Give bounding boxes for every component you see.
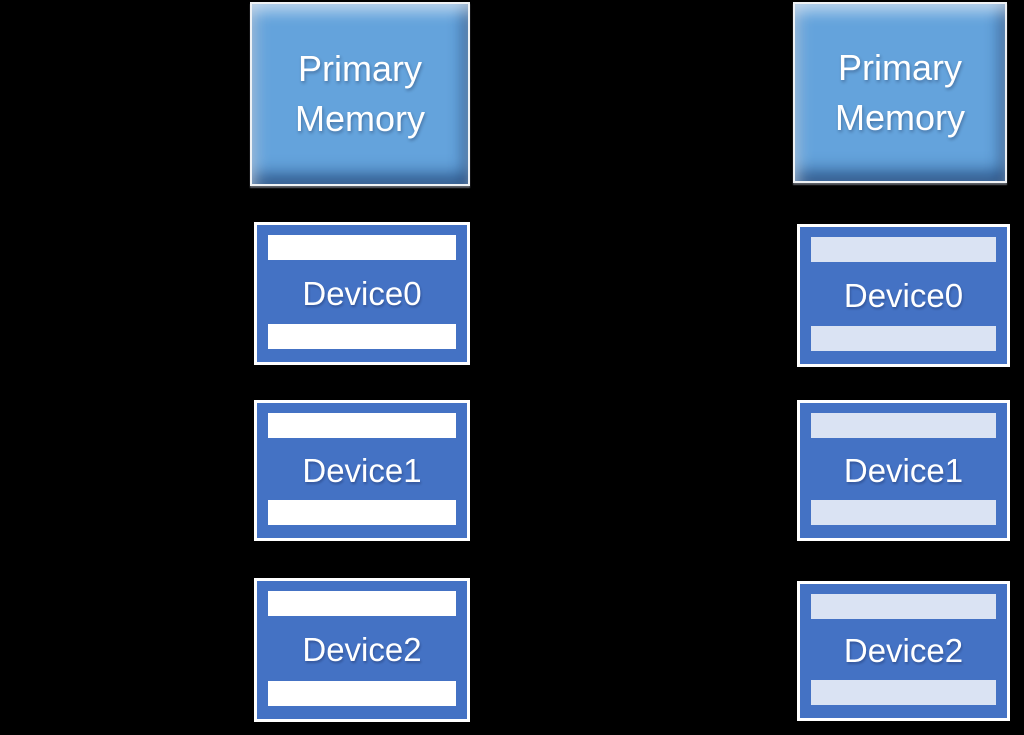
device1-label: Device1	[843, 451, 964, 489]
device1-right-bottom-buffer-bar	[811, 500, 996, 525]
device0-left-top-buffer-bar	[268, 235, 456, 260]
primary-memory-box-right: Primary Memory	[793, 2, 1007, 183]
device1-label: Device1	[302, 451, 422, 489]
device0-label: Device0	[843, 276, 964, 314]
primary-memory-box-left: Primary Memory	[250, 2, 470, 186]
device0-right-bottom-buffer-bar	[811, 326, 996, 351]
device2-left-bottom-buffer-bar	[268, 681, 456, 706]
device1-box-left: Device1	[254, 400, 470, 541]
device0-box-left: Device0	[254, 222, 470, 365]
device2-right-bottom-buffer-bar	[811, 680, 996, 705]
device2-box-left: Device2	[254, 578, 470, 722]
device0-label: Device0	[302, 274, 422, 312]
device2-label: Device2	[843, 632, 964, 669]
device0-box-right: Device0	[797, 224, 1010, 367]
primary-memory-label: Primary Memory	[294, 48, 425, 139]
device0-right-top-buffer-bar	[811, 237, 996, 262]
device1-right-top-buffer-bar	[811, 413, 996, 438]
device2-left-top-buffer-bar	[268, 591, 456, 616]
primary-memory-label: Primary Memory	[834, 46, 965, 138]
device2-label: Device2	[302, 631, 422, 668]
device2-box-right: Device2	[797, 581, 1010, 721]
device1-left-bottom-buffer-bar	[268, 500, 456, 525]
device1-left-top-buffer-bar	[268, 413, 456, 438]
device2-right-top-buffer-bar	[811, 594, 996, 619]
device1-box-right: Device1	[797, 400, 1010, 541]
device0-left-bottom-buffer-bar	[268, 324, 456, 349]
